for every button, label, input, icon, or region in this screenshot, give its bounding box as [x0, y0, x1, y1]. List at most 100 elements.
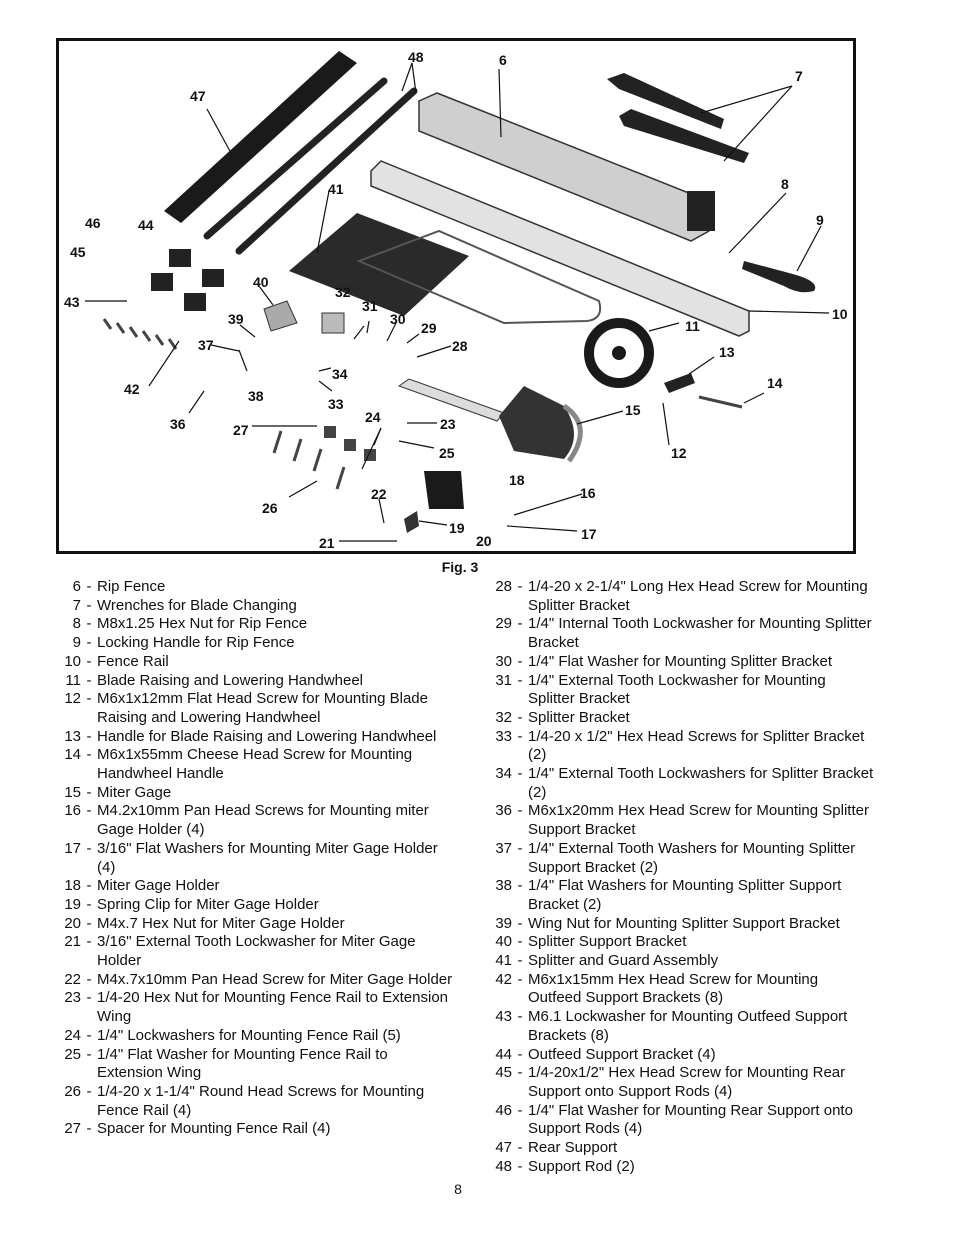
part-separator: - — [86, 1045, 92, 1063]
part-description: 1/4" Flat Washer for Mounting Fence Rail… — [97, 1045, 388, 1082]
part-description: 1/4" Internal Tooth Lockwasher for Mount… — [528, 615, 872, 652]
callout-7: 7 — [795, 68, 803, 84]
part-separator: - — [86, 802, 92, 820]
part-separator: - — [86, 690, 92, 708]
part-number: 32 — [495, 708, 512, 726]
part-item: 24-1/4" Lockwashers for Mounting Fence R… — [44, 1027, 454, 1046]
callout-9: 9 — [816, 212, 824, 228]
splitter-plate-shape — [289, 213, 469, 316]
callout-20: 20 — [476, 533, 492, 549]
part-separator: - — [517, 802, 523, 820]
part-description: Wrenches for Blade Changing — [97, 596, 297, 614]
part-item: 17-3/16" Flat Washers for Mounting Miter… — [44, 840, 454, 877]
callout-13: 13 — [719, 344, 735, 360]
part-number: 33 — [495, 727, 512, 745]
part-separator: - — [86, 671, 92, 689]
part-separator: - — [86, 578, 92, 595]
part-description: 1/4" External Tooth Washers for Mounting… — [528, 839, 856, 876]
callout-14: 14 — [767, 375, 783, 391]
callout-22: 22 — [371, 486, 387, 502]
callout-6: 6 — [499, 52, 507, 68]
miter-bar-shape — [397, 378, 505, 422]
callout-8: 8 — [781, 176, 789, 192]
part-separator: - — [86, 1026, 92, 1044]
part-number: 42 — [495, 970, 512, 988]
part-item: 44-Outfeed Support Bracket (4) — [475, 1046, 875, 1065]
part-item: 10-Fence Rail — [44, 653, 454, 672]
part-number: 26 — [64, 1082, 81, 1100]
figure-caption: Fig. 3 — [441, 559, 479, 575]
part-item: 42-M6x1x15mm Hex Head Screw for Mounting… — [475, 971, 875, 1008]
callout-34: 34 — [332, 366, 348, 382]
part-number: 29 — [495, 615, 512, 633]
part-number: 6 — [72, 578, 81, 595]
part-item: 45-1/4-20x1/2" Hex Head Screw for Mounti… — [475, 1064, 875, 1101]
part-description: M6x1x15mm Hex Head Screw for Mounting Ou… — [528, 970, 819, 1007]
part-description: M6x1x12mm Flat Head Screw for Mounting B… — [97, 690, 428, 726]
part-number: 31 — [495, 671, 512, 689]
callout-36: 36 — [170, 416, 186, 432]
callout-16: 16 — [580, 485, 596, 501]
callout-19: 19 — [449, 520, 465, 536]
part-item: 29-1/4" Internal Tooth Lockwasher for Mo… — [475, 615, 875, 652]
callout-31: 31 — [362, 298, 378, 314]
miter-gage-body — [499, 386, 574, 459]
part-description: Wing Nut for Mounting Splitter Support B… — [528, 914, 840, 932]
part-number: 27 — [64, 1120, 81, 1138]
part-item: 27-Spacer for Mounting Fence Rail (4) — [44, 1120, 454, 1139]
miter-protractor-arc — [562, 403, 583, 463]
splitter-support-bracket-shape — [263, 300, 298, 332]
callout-41: 41 — [328, 181, 344, 197]
part-number: 24 — [64, 1026, 81, 1044]
part-description: 3/16" External Tooth Lockwasher for Mite… — [97, 933, 416, 970]
guard-outline — [356, 229, 602, 325]
callout-46: 46 — [85, 215, 101, 231]
callout-17: 17 — [581, 526, 597, 542]
part-number: 45 — [495, 1064, 512, 1082]
part-description: M6x1x55mm Cheese Head Screw for Mounting… — [97, 746, 413, 783]
part-separator: - — [517, 765, 523, 783]
part-item: 36-M6x1x20mm Hex Head Screw for Mounting… — [475, 802, 875, 839]
part-separator: - — [86, 615, 92, 633]
callout-23: 23 — [440, 416, 456, 432]
callout-27: 27 — [233, 422, 249, 438]
part-item: 18-Miter Gage Holder — [44, 877, 454, 896]
part-separator: - — [86, 727, 92, 745]
spacer-2 — [344, 439, 356, 451]
part-description: 1/4-20 x 1/2" Hex Head Screws for Splitt… — [528, 727, 865, 764]
outfeed-bracket-4 — [184, 293, 206, 311]
part-separator: - — [517, 708, 523, 726]
part-description: M6.1 Lockwasher for Mounting Outfeed Sup… — [528, 1008, 848, 1044]
callout-45: 45 — [70, 244, 86, 260]
part-number: 46 — [495, 1101, 512, 1119]
part-number: 47 — [495, 1139, 512, 1157]
callout-38: 38 — [248, 388, 264, 404]
callout-28: 28 — [452, 338, 468, 354]
part-description: Fence Rail — [97, 652, 169, 670]
part-separator: - — [517, 652, 523, 670]
part-item: 33-1/4-20 x 1/2" Hex Head Screws for Spl… — [475, 728, 875, 765]
part-number: 14 — [64, 746, 81, 764]
part-item: 8-M8x1.25 Hex Nut for Rip Fence — [44, 615, 454, 634]
part-number: 39 — [495, 914, 512, 932]
part-number: 48 — [495, 1157, 512, 1175]
part-description: Support Rod (2) — [528, 1157, 635, 1175]
part-description: M4x.7 Hex Nut for Miter Gage Holder — [97, 914, 345, 932]
support-rod-1 — [203, 77, 388, 240]
part-description: 1/4-20x1/2" Hex Head Screw for Mounting … — [528, 1064, 846, 1100]
part-separator: - — [86, 895, 92, 913]
part-number: 15 — [64, 783, 81, 801]
part-separator: - — [86, 783, 92, 801]
callout-12: 12 — [671, 445, 687, 461]
outfeed-screws — [102, 318, 178, 350]
part-description: 1/4-20 x 1-1/4" Round Head Screws for Mo… — [97, 1082, 425, 1119]
part-number: 43 — [495, 1008, 512, 1026]
callout-29: 29 — [421, 320, 437, 336]
part-description: 3/16" Flat Washers for Mounting Miter Ga… — [97, 839, 438, 876]
splitter-bracket-shape — [321, 312, 345, 334]
part-separator: - — [517, 1045, 523, 1063]
outfeed-bracket-2 — [151, 273, 173, 291]
part-item: 12-M6x1x12mm Flat Head Screw for Mountin… — [44, 690, 454, 727]
part-separator: - — [86, 634, 92, 652]
